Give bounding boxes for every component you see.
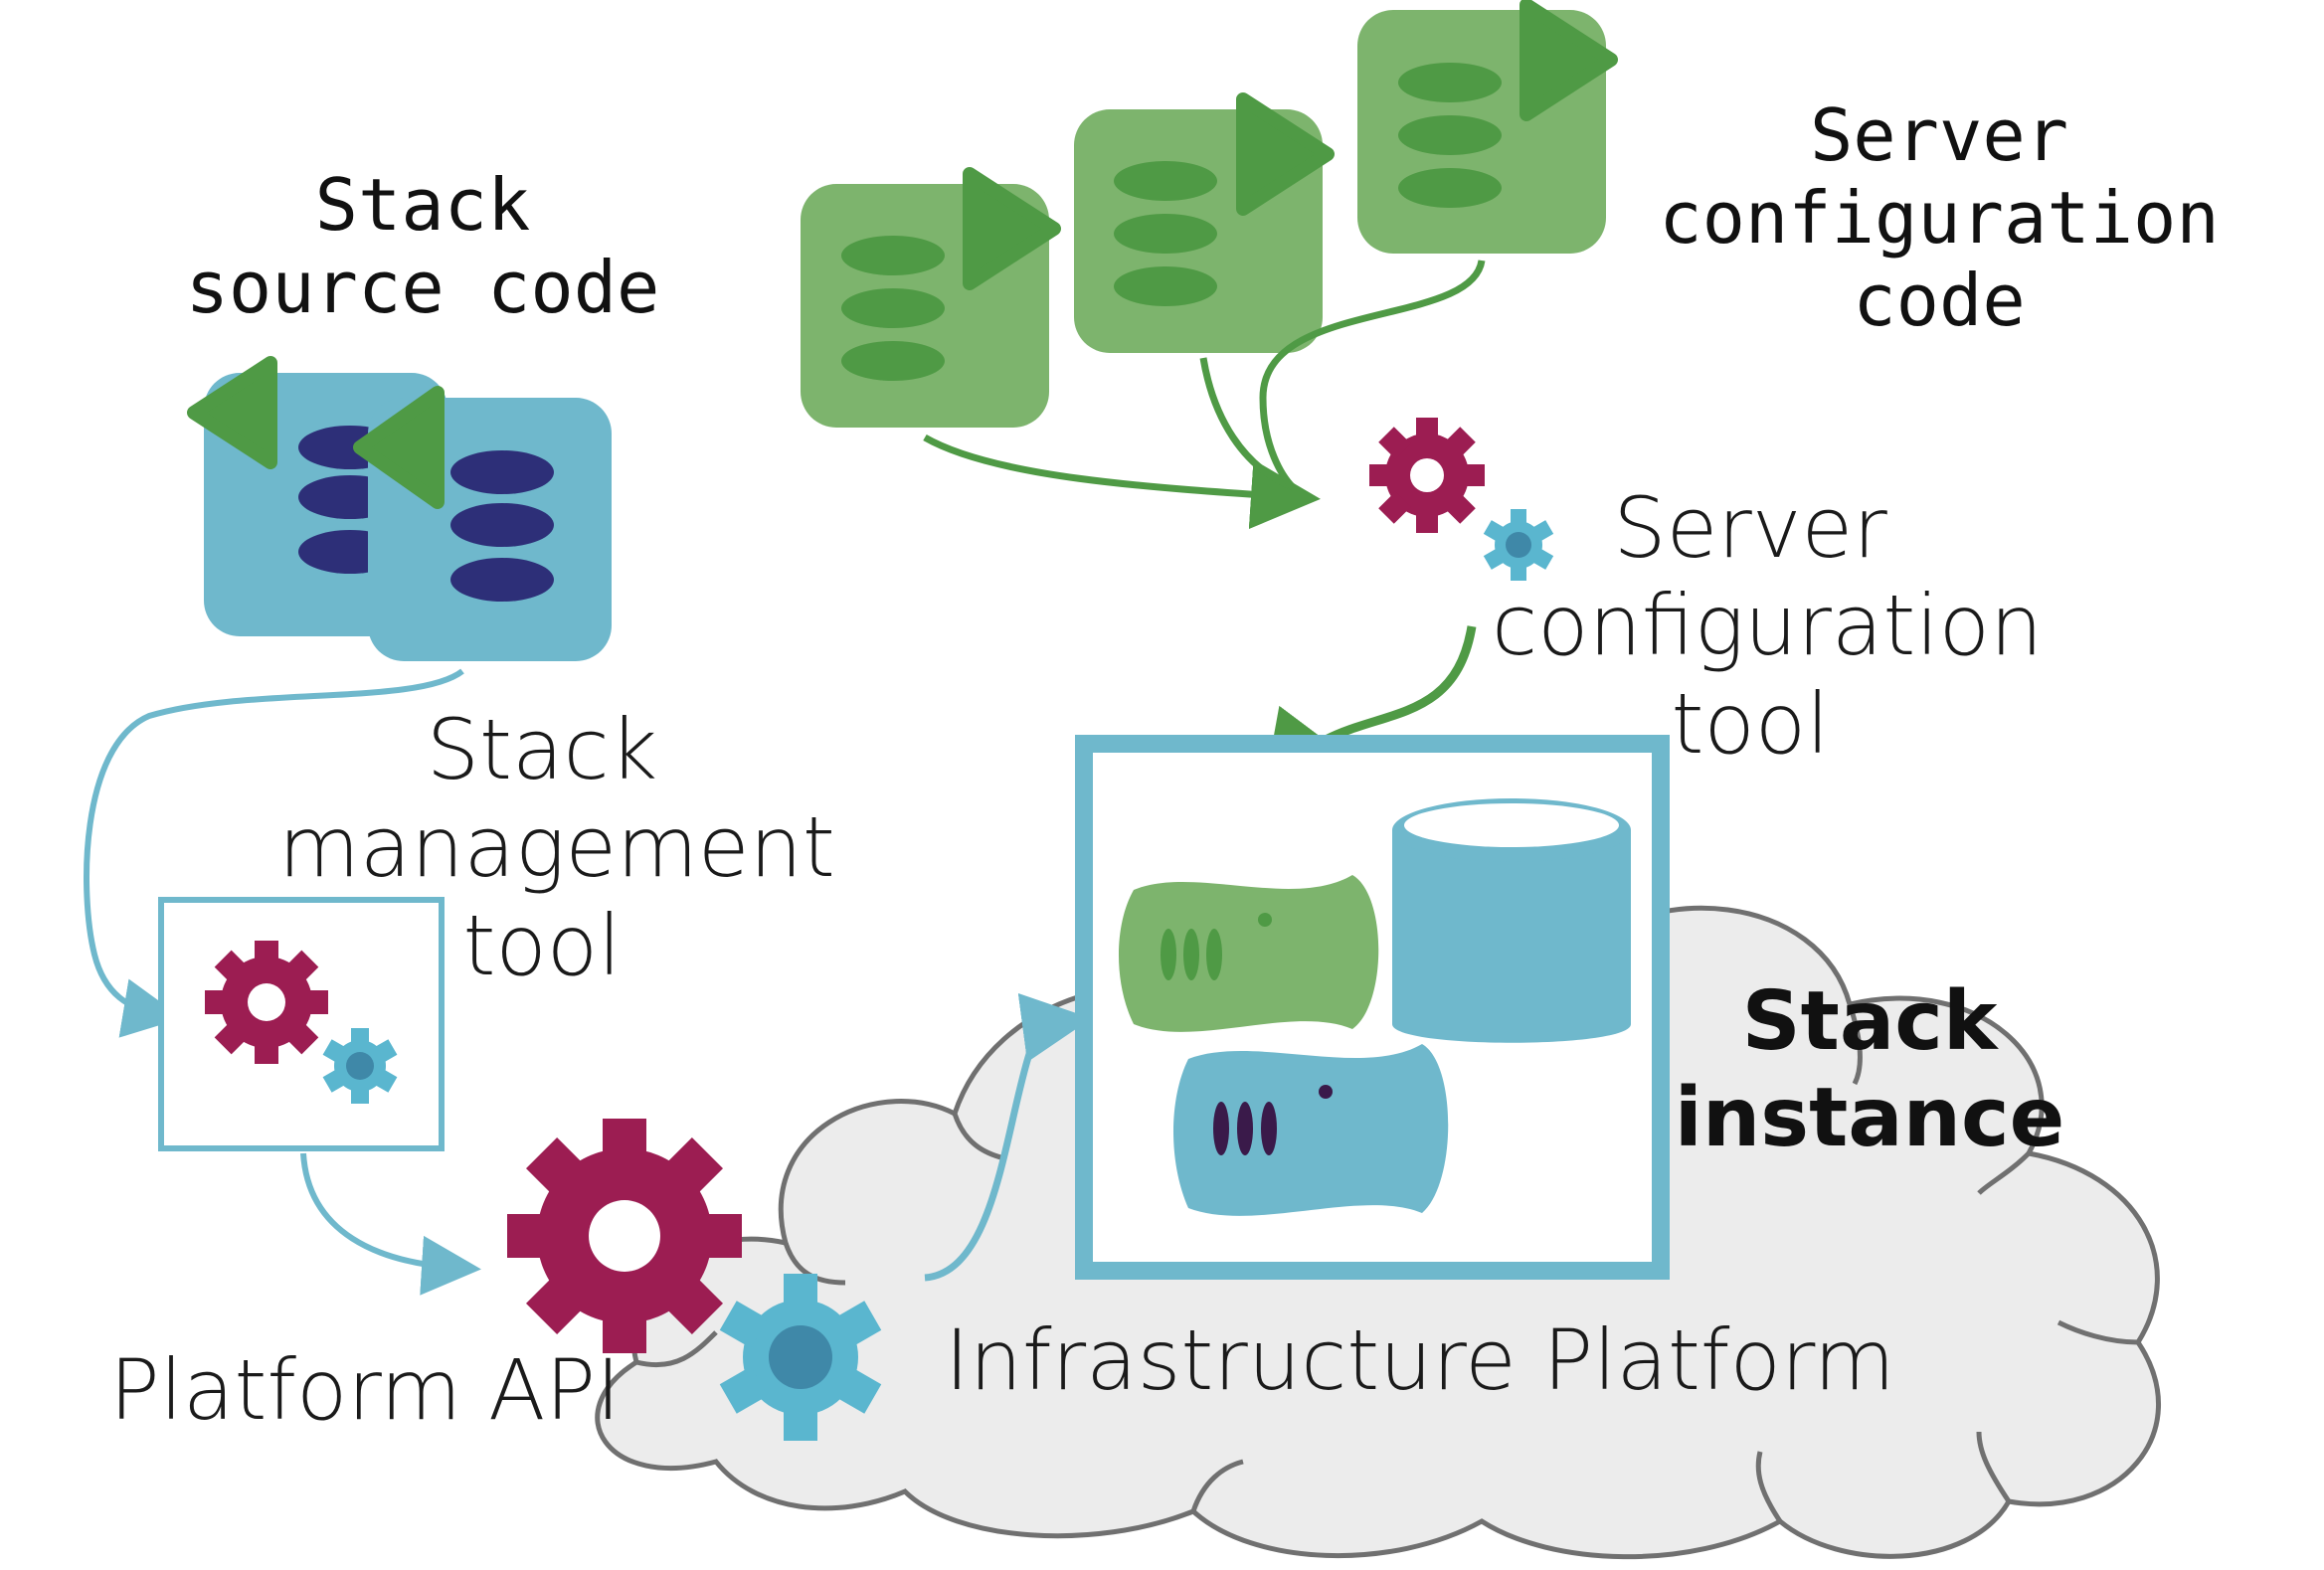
gear-icon — [507, 1119, 742, 1353]
server-config-tool-label: Server configuration tool — [1492, 479, 2044, 773]
server-icon — [1173, 1044, 1449, 1216]
server-config-code-icons — [801, 0, 1618, 428]
stack-arrows — [84, 668, 1092, 1296]
stack-instance-box — [1075, 735, 1670, 1280]
gear-icon — [205, 941, 328, 1064]
server-icon — [1119, 875, 1379, 1032]
stack-source-code-label: Stack source code — [185, 163, 660, 329]
database-icon — [1392, 798, 1631, 1043]
stack-file-icon — [353, 386, 612, 661]
stack-source-code-icons — [187, 356, 612, 661]
stack-instance-label: Stack instance — [1674, 974, 2065, 1165]
gear-icon — [719, 1274, 882, 1441]
config-file-icon — [801, 167, 1061, 428]
platform-api-label: Platform API — [109, 1341, 621, 1439]
config-file-icon — [1074, 92, 1335, 353]
server-config-tool-icon — [1369, 418, 1554, 581]
gear-icon — [1369, 418, 1485, 533]
server-config-code-label: Server configuration code — [1659, 93, 2220, 342]
stack-management-tool-label: Stack management tool — [278, 701, 835, 994]
infrastructure-platform-label: Infrastructure Platform — [945, 1311, 1895, 1409]
stack-management-tool-box — [158, 897, 445, 1151]
gear-icon — [1483, 509, 1554, 581]
config-file-icon — [1357, 0, 1618, 254]
gear-icon — [322, 1028, 398, 1104]
platform-api-icon — [507, 1119, 882, 1441]
